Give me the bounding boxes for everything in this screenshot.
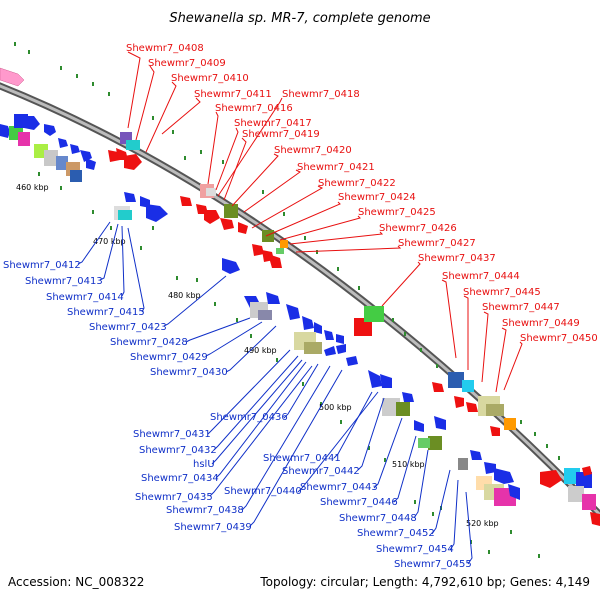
gene-label: Shewmr7_0413 xyxy=(25,276,103,287)
gene-label: Shewmr7_0414 xyxy=(46,292,124,303)
genome-backbone xyxy=(0,82,600,520)
gene-label: Shewmr7_0421 xyxy=(297,162,375,173)
kbp-label: 500 kbp xyxy=(319,403,352,412)
gene-label: Shewmr7_0424 xyxy=(338,192,416,203)
gene-label: Shewmr7_0455 xyxy=(394,559,472,570)
gene-label: Shewmr7_0411 xyxy=(194,89,272,100)
gene-label: Shewmr7_0443 xyxy=(300,482,378,493)
gene-label: Shewmr7_0417 xyxy=(234,118,312,129)
gene-label: Shewmr7_0436 xyxy=(210,412,288,423)
red-leader-lines xyxy=(127,51,523,393)
topology-text: Topology: circular; Length: 4,792,610 bp… xyxy=(259,575,590,589)
gene-label: Shewmr7_0428 xyxy=(110,337,188,348)
gene-label: Shewmr7_0416 xyxy=(215,103,293,114)
gene-label: Shewmr7_0429 xyxy=(130,352,208,363)
gene-label: Shewmr7_0420 xyxy=(274,145,352,156)
gene-label: Shewmr7_0438 xyxy=(166,505,244,516)
gene-label: Shewmr7_0434 xyxy=(141,473,219,484)
kbp-label: 480 kbp xyxy=(168,291,201,300)
gene-label: Shewmr7_0445 xyxy=(463,287,541,298)
map-title: Shewanella sp. MR-7, complete genome xyxy=(169,11,430,26)
gene-label: Shewmr7_0409 xyxy=(148,58,226,69)
gene-label: Shewmr7_0422 xyxy=(318,178,396,189)
gene-label: Shewmr7_0426 xyxy=(379,223,457,234)
blue-leader-lines xyxy=(77,221,473,565)
red-gene-labels: Shewmr7_0408 Shewmr7_0409 Shewmr7_0410 S… xyxy=(126,43,598,344)
gene-label: Shewmr7_0442 xyxy=(282,466,360,477)
gene-label: Shewmr7_0427 xyxy=(398,238,476,249)
kbp-label: 470 kbp xyxy=(93,237,126,246)
kbp-axis-labels: 460 kbp 470 kbp 480 kbp 490 kbp 500 kbp … xyxy=(16,183,499,528)
kbp-label: 490 kbp xyxy=(244,346,277,355)
accession-text: Accession: NC_008322 xyxy=(8,575,144,589)
gene-label: Shewmr7_0423 xyxy=(89,322,167,333)
gene-label: Shewmr7_0452 xyxy=(357,528,435,539)
blue-gene-labels: Shewmr7_0412 Shewmr7_0413 Shewmr7_0414 S… xyxy=(3,260,472,570)
gene-label: Shewmr7_0447 xyxy=(482,302,560,313)
kbp-label: 510 kbp xyxy=(392,460,425,469)
gene-label: Shewmr7_0454 xyxy=(376,544,454,555)
gene-label: Shewmr7_0430 xyxy=(150,367,228,378)
gene-label: Shewmr7_0444 xyxy=(442,271,520,282)
gene-label: Shewmr7_0418 xyxy=(282,89,360,100)
gene-label: Shewmr7_0450 xyxy=(520,333,598,344)
gene-label: hslU xyxy=(193,459,215,470)
gene-label: Shewmr7_0440 xyxy=(224,486,302,497)
gene-label: Shewmr7_0432 xyxy=(139,445,217,456)
gene-label: Shewmr7_0441 xyxy=(263,453,341,464)
gc-track-inner xyxy=(38,172,540,558)
gene-label: Shewmr7_0415 xyxy=(67,307,145,318)
gc-track-outer xyxy=(14,42,574,474)
gene-label: Shewmr7_0431 xyxy=(133,429,211,440)
gene-label: Shewmr7_0410 xyxy=(171,73,249,84)
gene-label: Shewmr7_0435 xyxy=(135,492,213,503)
gene-label: Shewmr7_0439 xyxy=(174,522,252,533)
gene-label: Shewmr7_0449 xyxy=(502,318,580,329)
gene-features xyxy=(0,67,600,526)
gene-label: Shewmr7_0448 xyxy=(339,513,417,524)
gene-label: Shewmr7_0419 xyxy=(242,129,320,140)
gene-label: Shewmr7_0412 xyxy=(3,260,81,271)
gene-label: Shewmr7_0425 xyxy=(358,207,436,218)
gene-label: Shewmr7_0437 xyxy=(418,253,496,264)
kbp-label: 520 kbp xyxy=(466,519,499,528)
kbp-label: 460 kbp xyxy=(16,183,49,192)
gene-label: Shewmr7_0446 xyxy=(320,497,398,508)
gene-label: Shewmr7_0408 xyxy=(126,43,204,54)
